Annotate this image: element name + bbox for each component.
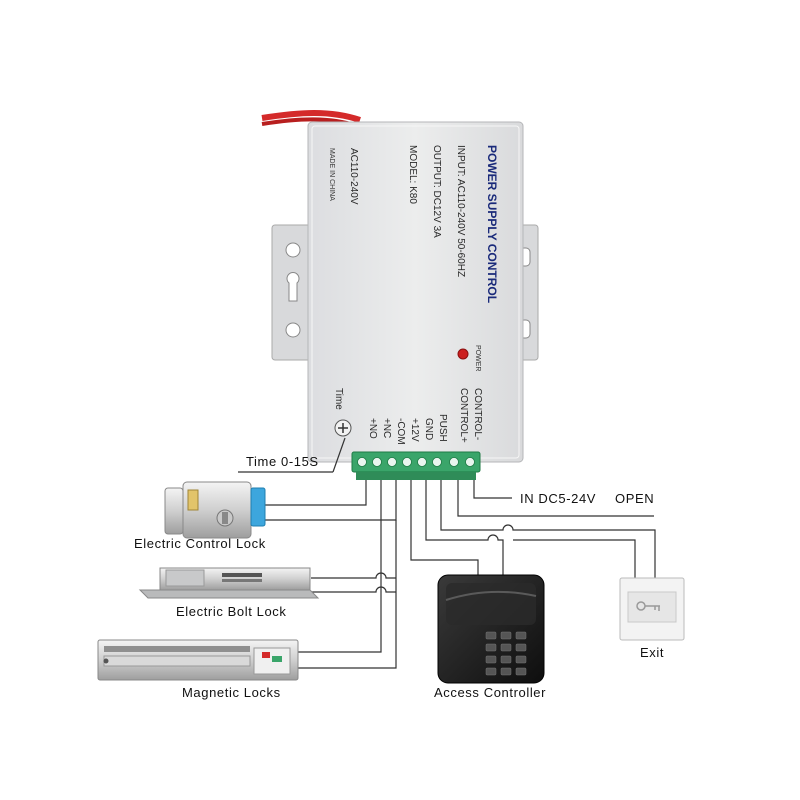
in-dc-label: IN DC5-24V — [520, 491, 596, 506]
psu-made-in: MADE IN CHINA — [328, 148, 335, 201]
psu-input: INPUT: AC110-240V 50-60HZ — [455, 145, 466, 277]
electric-control-lock — [164, 481, 266, 539]
key-icon — [636, 601, 660, 611]
terminal-label-control-plus: CONTROL+ — [458, 388, 469, 443]
terminal-label-nc: +NC — [381, 418, 392, 438]
terminal-label-12v: +12V — [409, 418, 420, 442]
psu-ac-label: AC110-240V — [348, 148, 359, 205]
mounting-bracket-left — [271, 224, 313, 361]
terminal-label-gnd: GND — [423, 418, 434, 440]
time-knob-icon[interactable] — [334, 419, 352, 437]
open-label: OPEN — [615, 491, 654, 506]
time-label: Time — [333, 388, 344, 410]
terminal-label-no: +NO — [367, 418, 378, 439]
exit-button — [619, 577, 685, 641]
mounting-hole-icon — [285, 322, 301, 338]
power-led-icon — [457, 348, 469, 360]
terminal-labels: +NO +NC -COM +12V GND PUSH CONTROL+ CONT… — [367, 388, 483, 445]
access-controller-label: Access Controller — [434, 685, 546, 700]
keypad — [485, 631, 527, 676]
mounting-hole-icon — [285, 242, 301, 258]
psu-model: MODEL: K80 — [407, 145, 418, 204]
terminal-label-com: -COM — [395, 418, 406, 445]
terminal-label-control-minus: CONTROL- — [472, 388, 483, 440]
time-callout-pointer — [332, 437, 346, 473]
electric-control-lock-label: Electric Control Lock — [134, 536, 266, 551]
electric-bolt-lock-label: Electric Bolt Lock — [176, 604, 287, 619]
electric-bolt-lock — [138, 567, 320, 599]
psu-title: POWER SUPPLY CONTROL — [485, 145, 499, 303]
time-range-label: Time 0-15S — [246, 454, 319, 469]
exit-label: Exit — [640, 645, 664, 660]
wiring — [238, 437, 656, 669]
terminal-label-push: PUSH — [437, 414, 448, 442]
magnetic-lock — [97, 639, 299, 681]
psu-output: OUTPUT: DC12V 3A — [431, 145, 442, 238]
power-label: POWER — [474, 345, 481, 371]
magnetic-locks-label: Magnetic Locks — [182, 685, 281, 700]
terminal-block — [351, 451, 481, 480]
access-controller — [437, 574, 545, 684]
